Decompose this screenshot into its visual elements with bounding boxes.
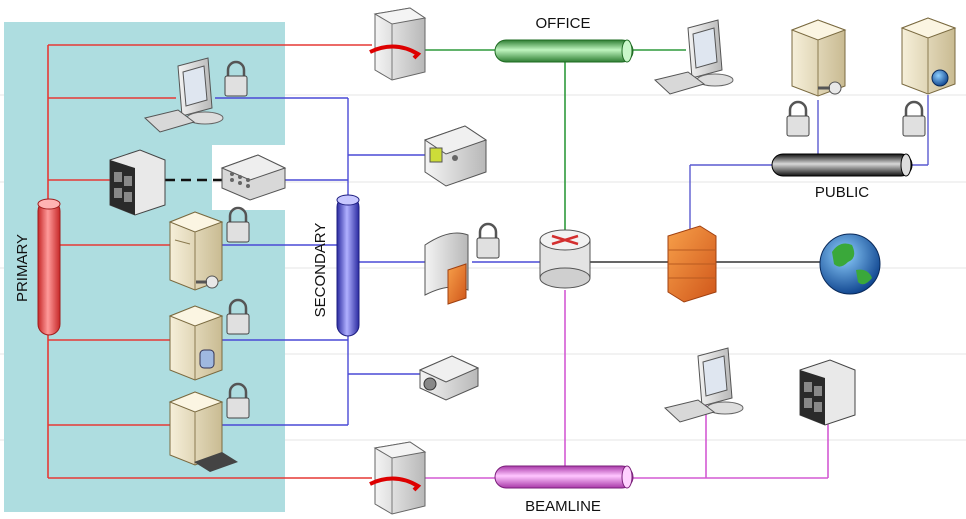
database-server-icon <box>168 305 224 381</box>
public-bus <box>771 153 913 177</box>
lock-icon <box>226 382 250 419</box>
primary-label: PRIMARY <box>14 234 31 302</box>
public-label: PUBLIC <box>815 184 869 201</box>
storage-array-icon <box>109 149 166 216</box>
beamline-links <box>422 290 829 479</box>
secondary-bus <box>336 194 360 337</box>
public-links <box>689 95 929 235</box>
lock-icon <box>224 60 248 97</box>
secondary-links <box>215 97 540 426</box>
office-links <box>422 49 686 238</box>
workstation-icon <box>663 347 744 423</box>
office-label: OFFICE <box>536 15 591 32</box>
lock-icon <box>902 100 926 137</box>
lock-icon <box>476 222 500 259</box>
projector-icon <box>418 355 480 401</box>
key-icon <box>818 81 842 95</box>
server-icon <box>900 17 957 95</box>
workstation-icon <box>653 19 734 95</box>
scanner-icon <box>423 125 488 187</box>
access-point-icon <box>424 232 469 305</box>
primary-bus <box>37 198 61 336</box>
switch-icon <box>220 154 287 201</box>
workstation-icon <box>143 57 224 133</box>
primary-links <box>47 44 372 479</box>
lock-icon <box>226 298 250 335</box>
storage-array-icon <box>799 359 856 426</box>
beamline-label: BEAMLINE <box>525 498 601 515</box>
secondary-label: SECONDARY <box>312 223 329 318</box>
firewall-server-icon <box>369 7 427 81</box>
print-server-icon <box>168 391 238 472</box>
beamline-bus <box>494 465 634 489</box>
lock-icon <box>786 100 810 137</box>
firewall-server-icon <box>369 441 427 515</box>
firewall-icon <box>667 225 717 303</box>
router-icon <box>539 229 591 289</box>
office-bus <box>494 39 634 63</box>
key-icon <box>196 275 219 289</box>
secure-zone <box>4 22 285 512</box>
server-icon <box>168 211 224 291</box>
server-icon <box>790 19 847 97</box>
globe-icon <box>819 233 881 295</box>
lock-icon <box>226 206 250 243</box>
